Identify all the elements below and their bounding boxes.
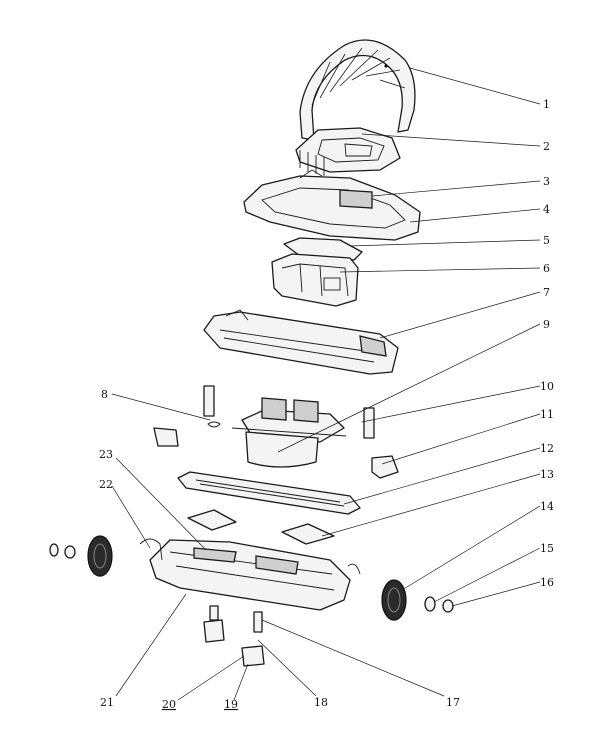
label-20: 20 (162, 698, 176, 711)
label-12: 12 (540, 442, 554, 455)
part-13-flaps (187, 509, 335, 545)
label-4: 4 (543, 203, 550, 216)
part-8-clip (203, 385, 221, 428)
label-6: 6 (543, 262, 550, 275)
label-23: 23 (99, 448, 113, 461)
label-7: 7 (543, 286, 550, 299)
left-hubs (49, 543, 76, 559)
part-12-filter-plate (177, 471, 361, 515)
label-15: 15 (540, 542, 554, 555)
part-9-pump-assembly (231, 397, 347, 468)
label-2: 2 (543, 140, 550, 153)
label-9: 9 (543, 318, 550, 331)
label-13: 13 (540, 468, 554, 481)
part-14-wheel (381, 579, 407, 621)
label-1: 1 (543, 98, 550, 111)
part-11 (371, 455, 399, 479)
label-17: 17 (446, 696, 460, 709)
label-19: 19 (224, 698, 238, 711)
part-10-clip (363, 407, 375, 439)
label-5: 5 (543, 234, 550, 247)
part-1-handle (299, 39, 416, 141)
part-6-motor-mount (271, 253, 359, 307)
part-2-top-housing (295, 127, 401, 176)
label-16: 16 (540, 576, 554, 589)
label-10: 10 (540, 380, 554, 393)
label-3: 3 (543, 175, 550, 188)
label-22: 22 (99, 478, 113, 491)
label-8: 8 (101, 388, 108, 401)
part-3-4-upper-shell (243, 169, 421, 241)
label-21: 21 (100, 696, 114, 709)
left-wheel (87, 535, 113, 577)
part-7-mid-frame (203, 309, 399, 375)
leader-lines (111, 67, 541, 701)
part-21-lower-chassis (139, 538, 361, 611)
label-18: 18 (314, 696, 328, 709)
label-11: 11 (540, 408, 554, 421)
left-bracket (153, 427, 179, 447)
part-15-16-hubs (424, 596, 454, 613)
label-14: 14 (540, 500, 554, 513)
part-17-20-swivels (203, 605, 265, 667)
